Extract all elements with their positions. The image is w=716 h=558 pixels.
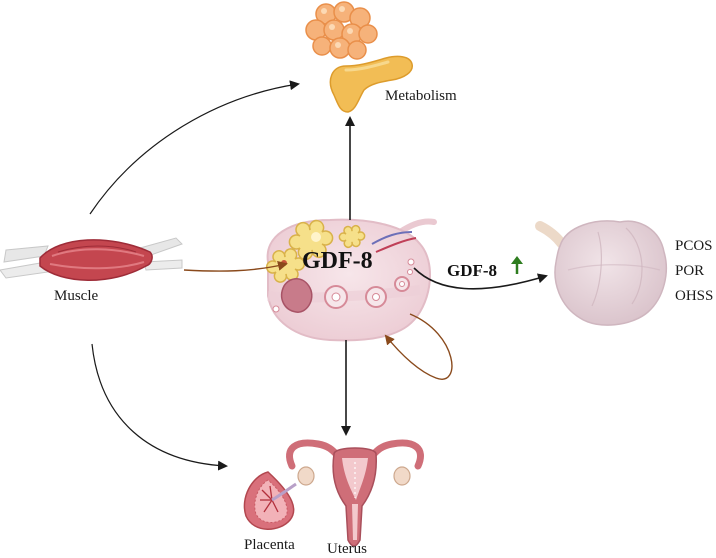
metabolism-label: Metabolism: [385, 88, 457, 104]
center-gdf8-label: GDF-8: [302, 248, 373, 274]
muscle-icon: [0, 237, 183, 281]
uterus-icon: [286, 439, 424, 547]
ovarian-cyst-icon: [535, 220, 667, 326]
placenta-label: Placenta: [244, 537, 295, 553]
pancreas-icon: [329, 55, 413, 113]
uterus-label: Uterus: [327, 541, 367, 557]
ovary-icon: [266, 218, 437, 342]
condition-ohss: OHSS: [675, 288, 714, 304]
ovary-gdf8-label: GDF-8: [447, 261, 498, 280]
condition-por: POR: [675, 263, 705, 279]
increase-arrow-icon: [511, 256, 523, 274]
arrow-muscle-to-metabolism: [89, 80, 300, 215]
muscle-label: Muscle: [54, 288, 99, 304]
arrow-autocrine-loop: [384, 313, 453, 380]
arrow-ovary-to-cyst: [413, 267, 548, 290]
arrow-muscle-to-ovary: [183, 260, 288, 272]
condition-pcos: PCOS: [675, 238, 713, 254]
condition-list: PCOS POR OHSS: [675, 234, 713, 309]
adipose-tissue-icon: [305, 1, 378, 60]
placenta-icon: [243, 471, 297, 530]
arrow-muscle-to-placenta: [91, 343, 228, 471]
